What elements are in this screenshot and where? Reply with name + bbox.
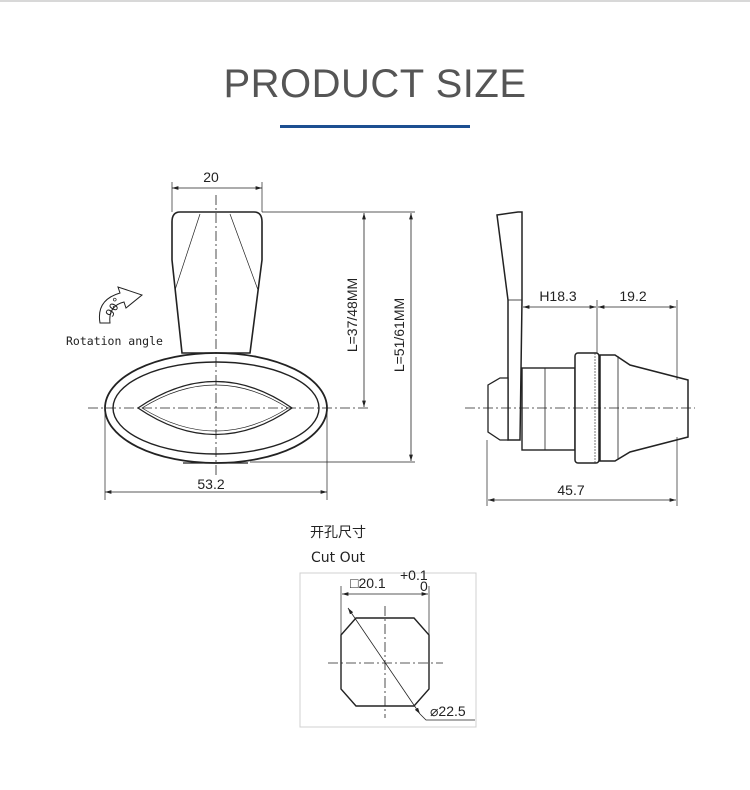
cutout-square-dim: □20.1 bbox=[350, 575, 386, 591]
rotation-degrees: 90° bbox=[102, 295, 125, 320]
dim-total-length: 45.7 bbox=[557, 482, 584, 498]
cutout-drawing bbox=[299, 572, 477, 728]
nut bbox=[487, 377, 509, 441]
cone bbox=[599, 354, 689, 462]
dim-cone: 19.2 bbox=[619, 288, 646, 304]
cutout-title-cn: 开孔尺寸 bbox=[310, 525, 366, 541]
title-underline bbox=[280, 125, 470, 128]
dim-length-long: L=51/61MM bbox=[391, 298, 407, 372]
rotation-label: Rotation angle bbox=[66, 334, 163, 348]
top-divider bbox=[0, 0, 750, 2]
page-title: PRODUCT SIZE bbox=[223, 62, 527, 106]
front-view bbox=[88, 182, 415, 500]
dim-width-top: 20 bbox=[203, 169, 219, 185]
cutout-tol-lower: 0 bbox=[420, 578, 428, 594]
side-view bbox=[465, 211, 695, 506]
cutout-diameter: ⌀22.5 bbox=[430, 703, 466, 719]
body bbox=[521, 367, 576, 451]
cutout-title-en: Cut Out bbox=[311, 550, 365, 566]
dim-width-bottom: 53.2 bbox=[197, 476, 224, 492]
dim-length-short: L=37/48MM bbox=[344, 278, 360, 352]
lever bbox=[496, 211, 523, 441]
cutout-tol-upper: +0.1 bbox=[400, 567, 428, 583]
key-handle bbox=[171, 211, 263, 354]
rotation-arrow-icon bbox=[98, 286, 144, 324]
dim-h: H18.3 bbox=[539, 288, 577, 304]
